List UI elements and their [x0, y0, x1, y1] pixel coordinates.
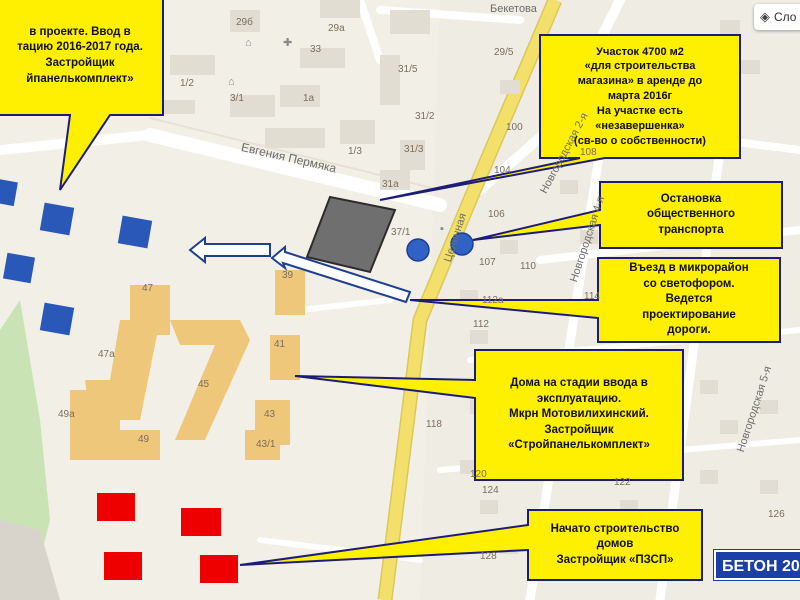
callout-construction-text: Начато строительство домов Застройщик «П…: [550, 522, 680, 566]
callout-plot-text: Участок 4700 м2 «для строительства магаз…: [574, 45, 706, 147]
access-arrows: [188, 235, 412, 304]
house-number: 110: [520, 261, 536, 272]
bus-stop-icon: ▪: [440, 223, 444, 235]
street-label: Бекетова: [490, 3, 537, 15]
house-number: 43/1: [256, 439, 276, 450]
house-number: 112: [473, 319, 489, 330]
house-number: 43: [264, 409, 276, 420]
house-number: 29/5: [494, 47, 514, 58]
red-markers: [97, 493, 238, 583]
house-number: 37/1: [391, 227, 411, 238]
layers-button[interactable]: ◈ Сло: [754, 4, 800, 30]
house-number: 122: [614, 477, 631, 488]
house-number: 118: [426, 419, 442, 430]
school-icon: ⌂: [228, 76, 235, 88]
house-number: 33: [310, 44, 322, 55]
beton-banner: БЕТОН 202: [714, 550, 800, 580]
transport-stop-dot: [406, 238, 430, 262]
house-number: 108: [580, 147, 597, 158]
house-number: 3/1: [230, 93, 244, 104]
house-number: 124: [482, 485, 499, 496]
house-number: 1/3: [348, 146, 362, 157]
transport-stop-dot: [450, 232, 474, 256]
house-number: 39: [282, 270, 294, 281]
house-number: 100: [506, 122, 523, 133]
layers-icon: ◈: [760, 9, 770, 24]
house-number: 31а: [382, 179, 399, 190]
house-number: 31/3: [404, 144, 424, 155]
callout-transport-text: Остановка общественного транспорта: [647, 192, 735, 236]
house-number: 120: [470, 469, 487, 480]
callout-project-text: в проекте. Ввод в тацию 2016-2017 года. …: [17, 25, 143, 85]
house-number: 29б: [236, 17, 253, 28]
new-buildings: [70, 270, 305, 460]
callout-entrance-text: Въезд в микрорайон со светофором. Ведетс…: [629, 262, 749, 337]
house-number: 31/5: [398, 64, 418, 75]
land-plot: [305, 195, 397, 274]
house-number: 106: [488, 209, 505, 220]
house-number: 107: [479, 257, 496, 268]
callout-shapes: [0, 0, 783, 581]
main-road: [377, 0, 562, 600]
school-icon: ⌂: [245, 37, 252, 49]
layers-label: Сло: [774, 10, 797, 24]
house-number: 47: [142, 283, 154, 294]
house-number: 49а: [58, 409, 75, 420]
house-number: 128: [480, 551, 497, 562]
callout-houses-text: Дома на стадии ввода в эксплуатацию. Мкр…: [508, 377, 650, 452]
house-number: 29а: [328, 23, 345, 34]
house-number: 114: [584, 291, 600, 302]
house-number: 47а: [98, 349, 115, 360]
house-number: 1а: [303, 93, 315, 104]
blue-markers: [0, 177, 153, 336]
house-number: 1/2: [180, 78, 194, 89]
house-number: 49: [138, 434, 150, 445]
house-number: 104: [494, 165, 511, 176]
house-number: 41: [274, 339, 286, 350]
house-number: 126: [768, 509, 785, 520]
house-number: 45: [198, 379, 210, 390]
house-number: 31/2: [415, 111, 435, 122]
pharmacy-icon: ✚: [283, 37, 293, 49]
house-number: 112а: [482, 295, 504, 306]
